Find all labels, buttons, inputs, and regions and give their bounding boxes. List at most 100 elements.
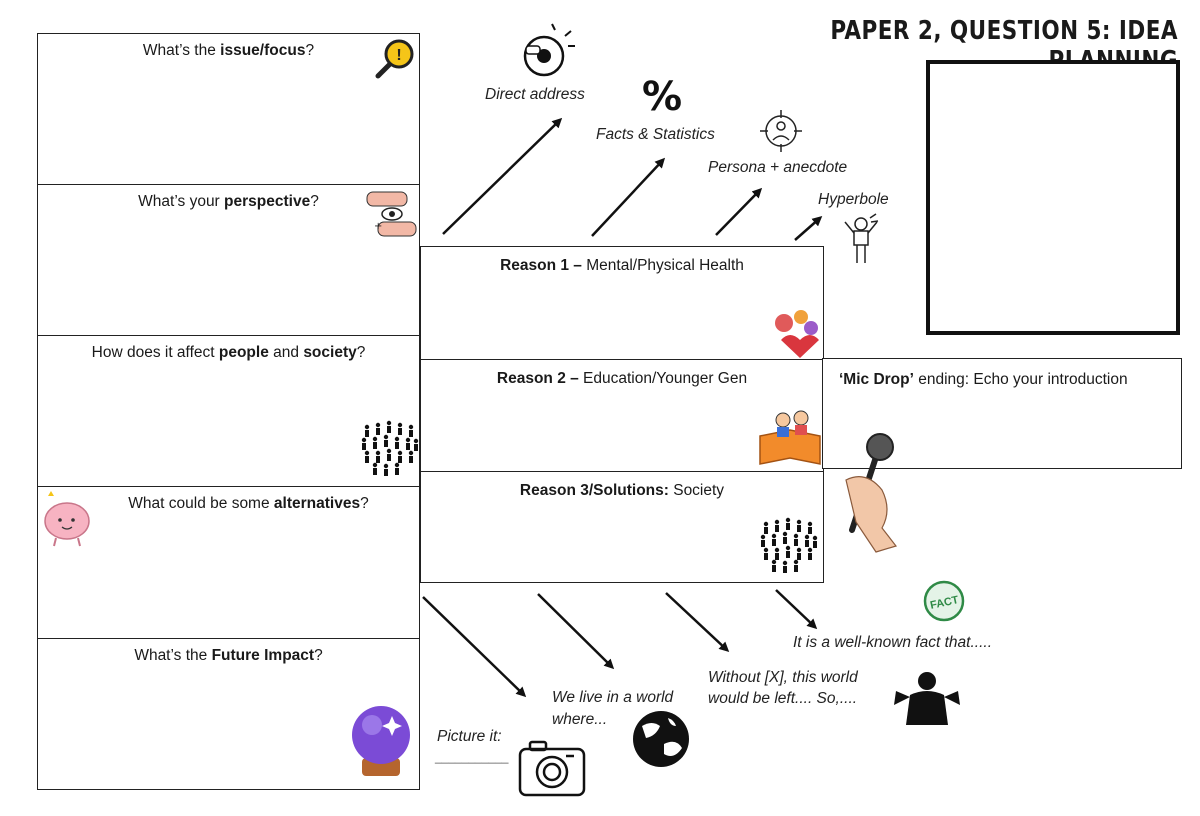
crowd-person-body (373, 468, 377, 475)
question-box-alternatives: What could be some alternatives? (37, 486, 420, 639)
globe-icon (633, 711, 689, 767)
question-society: How does it affect people and society? (91, 344, 366, 361)
crowd-person-head (405, 437, 411, 443)
crowd-person-body (376, 456, 380, 463)
crowd-person-head (383, 434, 389, 440)
crowd-person-head (793, 533, 799, 539)
education-book-icon (759, 410, 821, 465)
question-box-society: How does it affect people and society? (37, 335, 420, 487)
crowd-person-head (763, 547, 769, 553)
question-issue: What’s the issue/focus? (142, 42, 315, 59)
perspective-hands-icon: + (366, 191, 417, 237)
arrow-without (665, 592, 730, 653)
crowd-person-body (783, 566, 787, 573)
crowd-person-head (383, 463, 389, 469)
crowd-icon-solutions (760, 517, 818, 573)
technique-persona-anecdote: Persona + anecdote (708, 159, 848, 176)
question-perspective: What’s your perspective? (138, 193, 319, 210)
reason-3-label: Reason 3/Solutions: Society (519, 482, 725, 499)
crowd-person-body (387, 454, 391, 461)
question-column: What’s the issue/focus? What’s your pers… (37, 33, 422, 790)
crowd-person-body (362, 443, 366, 450)
crowd-person-head (394, 436, 400, 442)
reason-box-2: Reason 2 – Education/Younger Gen (420, 359, 824, 472)
crowd-person-body (772, 539, 776, 546)
crowd-person-head (774, 519, 780, 525)
crowd-person-head (763, 521, 769, 527)
crowd-person-head (397, 422, 403, 428)
crowd-person-head (793, 559, 799, 565)
crowd-icon-society (361, 420, 419, 476)
brain-icon (44, 491, 90, 547)
crowd-person-head (397, 450, 403, 456)
crowd-person-head (372, 462, 378, 468)
shouting-person-icon (844, 213, 879, 263)
crowd-person-body (761, 540, 765, 547)
arrow-live-in-world (537, 593, 615, 670)
crowd-person-body (797, 525, 801, 532)
reason-box-3: Reason 3/Solutions: Society (420, 471, 824, 583)
camera-icon (518, 740, 586, 797)
svg-text:+: + (374, 221, 382, 232)
crowd-person-head (364, 424, 370, 430)
crowd-person-body (808, 553, 812, 560)
crowd-person-body (395, 468, 399, 475)
technique-picture-it: Picture it: (437, 728, 502, 745)
crowd-person-body (409, 456, 413, 463)
image-placeholder-frame (926, 60, 1180, 335)
crowd-person-body (373, 442, 377, 449)
crowd-person-head (812, 535, 818, 541)
crystal-ball-icon (352, 706, 410, 776)
crowd-person-head (386, 448, 392, 454)
question-future: What’s the Future Impact? (134, 647, 323, 664)
crowd-person-head (796, 547, 802, 553)
arrow-persona (715, 187, 763, 236)
crowd-person-body (786, 523, 790, 530)
crowd-person-head (760, 534, 766, 540)
crowd-person-body (794, 539, 798, 546)
crowd-person-body (406, 443, 410, 450)
crowd-person-head (364, 450, 370, 456)
fact-stamp-icon: FACT (923, 580, 965, 622)
crowd-person-head (782, 560, 788, 566)
crowd-person-body (387, 426, 391, 433)
svg-text:!: ! (396, 47, 401, 64)
arrow-facts (591, 157, 666, 237)
crowd-person-body (398, 428, 402, 435)
crowd-person-head (785, 545, 791, 551)
technique-live-line1: We live in a world (552, 689, 674, 706)
question-box-perspective: What’s your perspective? (37, 184, 420, 336)
svg-text:FACT: FACT (929, 594, 960, 612)
crowd-person-head (796, 519, 802, 525)
crowd-person-body (376, 428, 380, 435)
percent-icon: % (642, 74, 682, 120)
crowd-person-body (764, 553, 768, 560)
crowd-person-body (365, 430, 369, 437)
arrow-direct-address (442, 117, 563, 235)
crowd-person-head (774, 547, 780, 553)
crowd-person-head (782, 531, 788, 537)
question-box-future: What’s the Future Impact? (37, 638, 420, 790)
crowd-person-head (375, 422, 381, 428)
technique-direct-address: Direct address (485, 86, 585, 103)
top-arrows (442, 117, 823, 241)
technique-without-line2: would be left.... So,.... (708, 690, 858, 707)
crowd-person-head (413, 438, 419, 444)
crowd-person-body (797, 553, 801, 560)
crowd-person-head (807, 547, 813, 553)
reason-box-1: Reason 1 – Mental/Physical Health (420, 246, 824, 360)
picture-it-blank-line: ___________ (435, 750, 509, 764)
arrow-picture-it (422, 596, 527, 698)
crowd-person-head (408, 424, 414, 430)
technique-live-line2: where... (552, 711, 608, 728)
crowd-person-body (786, 551, 790, 558)
technique-fact-opener: It is a well-known fact that..... (793, 634, 992, 651)
crowd-person-head (804, 534, 810, 540)
question-box-issue: What’s the issue/focus? (37, 33, 420, 185)
crowd-person-body (409, 430, 413, 437)
crowd-person-head (771, 559, 777, 565)
crowd-person-head (771, 533, 777, 539)
crowd-person-body (395, 442, 399, 449)
bottom-arrows (422, 589, 818, 698)
